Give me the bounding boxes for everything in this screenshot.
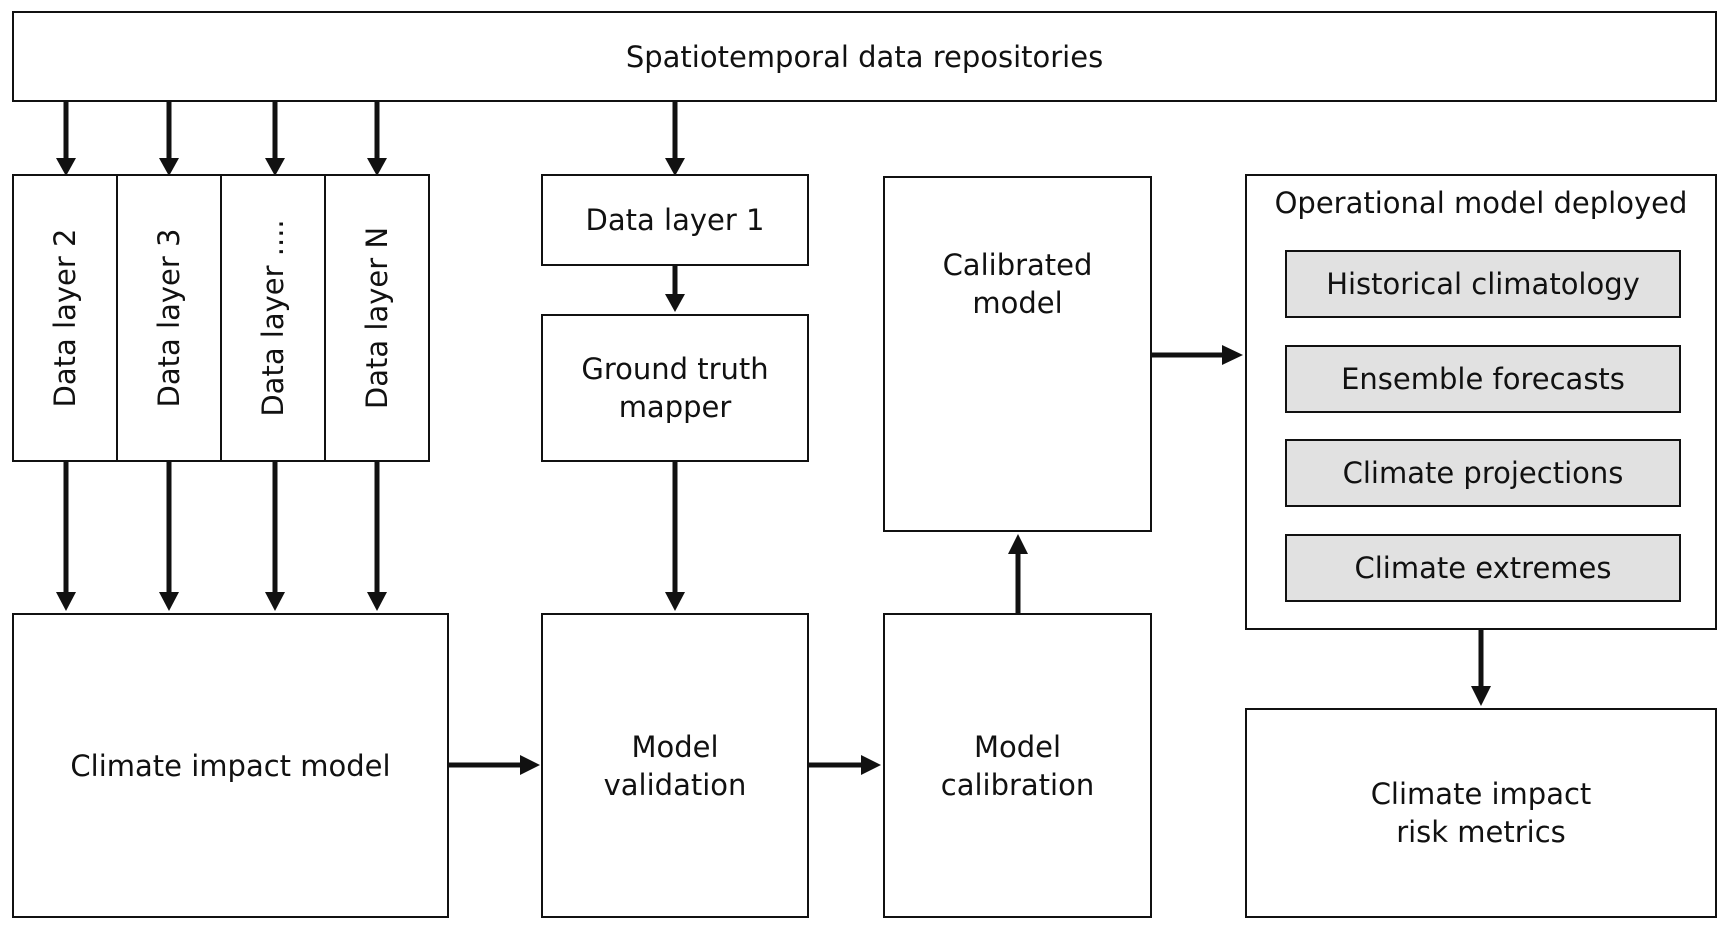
arrowhead-impact-model-4 <box>367 592 387 611</box>
data-layer-dots-box: Data layer .... <box>220 174 326 462</box>
ground-truth-line-2: mapper <box>618 390 732 424</box>
arrowhead-layer-3 <box>159 158 179 176</box>
arrowhead-operational-left <box>1222 345 1243 365</box>
historical-climatology-box: Historical climatology <box>1285 250 1681 318</box>
model-calibration-text: Model calibration <box>941 728 1094 804</box>
data-layer-3-box: Data layer 3 <box>116 174 222 462</box>
data-layer-2-label: Data layer 2 <box>48 228 82 408</box>
arrowhead-layer-dots <box>265 158 285 176</box>
arrowhead-validation-left <box>520 755 540 775</box>
climate-projections-label: Climate projections <box>1342 456 1624 490</box>
arrowhead-risk-top <box>1471 686 1491 706</box>
arrowhead-layer-2 <box>56 158 76 176</box>
data-layer-1-label: Data layer 1 <box>585 203 765 237</box>
calibrated-model-box: Calibrated model <box>883 176 1152 532</box>
data-layer-n-label: Data layer N <box>360 226 394 410</box>
arrowhead-calibrated-bottom <box>1008 534 1028 554</box>
model-validation-box: Model validation <box>541 613 809 918</box>
repositories-box: Spatiotemporal data repositories <box>12 11 1717 102</box>
model-validation-line-1: Model <box>631 729 719 764</box>
model-calibration-line-2: calibration <box>940 767 1095 802</box>
climate-extremes-label: Climate extremes <box>1354 551 1612 585</box>
data-layer-dots-label: Data layer .... <box>256 219 290 417</box>
arrowhead-ground-truth <box>665 294 685 312</box>
risk-metrics-line-1: Climate impact <box>1370 777 1592 811</box>
ground-truth-mapper-box: Ground truth mapper <box>541 314 809 462</box>
arrowhead-validation-top <box>665 592 685 611</box>
data-layer-3-label: Data layer 3 <box>152 228 186 408</box>
model-validation-text: Model validation <box>604 728 747 804</box>
model-validation-line-2: validation <box>603 767 747 802</box>
data-layer-1-box: Data layer 1 <box>541 174 809 266</box>
climate-projections-box: Climate projections <box>1285 439 1681 507</box>
climate-impact-model-box: Climate impact model <box>12 613 449 918</box>
data-layer-2-box: Data layer 2 <box>12 174 118 462</box>
model-calibration-line-1: Model <box>973 729 1062 764</box>
arrowhead-impact-model-2 <box>159 592 179 611</box>
arrowhead-layer-n <box>367 158 387 176</box>
arrowhead-impact-model-1 <box>56 592 76 611</box>
risk-metrics-line-2: risk metrics <box>1396 815 1566 849</box>
risk-metrics-box: Climate impact risk metrics <box>1245 708 1717 918</box>
arrowhead-calibration-left <box>861 755 881 775</box>
arrowhead-impact-model-3 <box>265 592 285 611</box>
ensemble-forecasts-box: Ensemble forecasts <box>1285 345 1681 413</box>
operational-model-title: Operational model deployed <box>1274 186 1688 220</box>
climate-impact-model-label: Climate impact model <box>70 748 391 783</box>
calibrated-model-line-1: Calibrated <box>942 248 1093 282</box>
data-layer-n-box: Data layer N <box>324 174 430 462</box>
arrowhead-layer-1 <box>665 158 685 176</box>
ground-truth-line-1: Ground truth <box>581 352 769 386</box>
ensemble-forecasts-label: Ensemble forecasts <box>1341 362 1625 396</box>
model-calibration-box: Model calibration <box>883 613 1152 918</box>
ground-truth-mapper-text: Ground truth mapper <box>581 350 768 426</box>
calibrated-model-line-2: model <box>972 286 1063 320</box>
climate-extremes-box: Climate extremes <box>1285 534 1681 602</box>
historical-climatology-label: Historical climatology <box>1326 267 1640 301</box>
risk-metrics-text: Climate impact risk metrics <box>1371 775 1592 851</box>
repositories-label: Spatiotemporal data repositories <box>625 39 1104 74</box>
calibrated-model-text: Calibrated model <box>943 246 1093 322</box>
